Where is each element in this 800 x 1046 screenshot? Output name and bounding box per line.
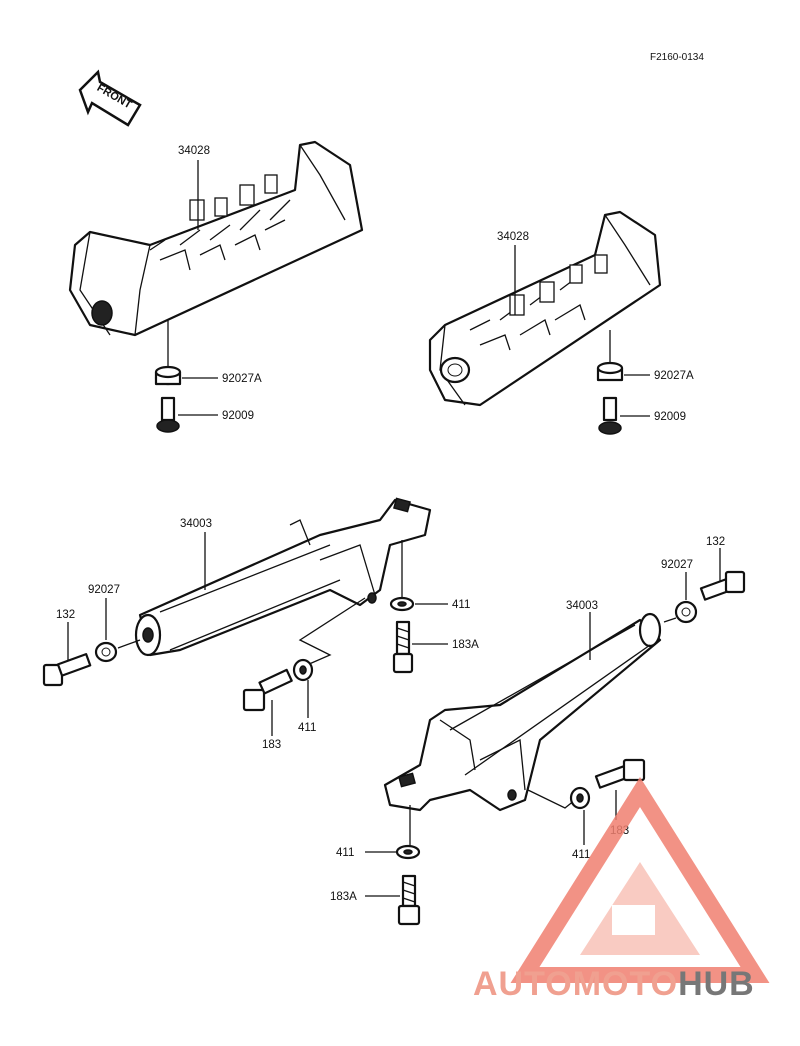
- label-bolt-upper-183: 183: [262, 739, 281, 751]
- label-footpeg-right: 34028: [497, 231, 529, 243]
- bolt-upper-183: [242, 668, 293, 712]
- pin-right: [598, 396, 622, 435]
- label-washer-upper-411a: 411: [452, 599, 470, 611]
- footpeg-right: [428, 210, 662, 407]
- label-bolt-upper-left: 132: [56, 609, 75, 621]
- watermark-text-2: HUB: [678, 965, 755, 1003]
- label-collar-left: 92027A: [222, 373, 262, 385]
- bolt-lower-right: [699, 570, 746, 601]
- label-bolt-lower-183a: 183A: [330, 891, 357, 903]
- washer-lower-right: [674, 600, 698, 624]
- bolt-upper-183a: [392, 620, 414, 674]
- front-arrow-icon: FRONT: [78, 69, 142, 127]
- collar-right: [596, 361, 624, 382]
- bolt-lower-183: [594, 758, 646, 789]
- washer-lower-411a: [395, 844, 421, 860]
- label-washer-lower-411a: 411: [336, 847, 354, 859]
- collar-left: [154, 365, 182, 386]
- washer-upper-left: [94, 641, 118, 663]
- washer-lower-411b: [569, 786, 591, 810]
- diagram-code: F2160-0134: [650, 52, 704, 63]
- label-washer-lower-411b: 411: [572, 849, 590, 861]
- label-washer-lower-right: 92027: [661, 559, 693, 571]
- washer-upper-411b: [292, 658, 314, 682]
- label-footpeg-left: 34028: [178, 145, 210, 157]
- svg-text:AUTOMOTOHUB: AUTOMOTOHUB: [473, 965, 755, 1003]
- watermark-text-1: AUTOMOTO: [473, 965, 678, 1003]
- label-bracket-upper: 34003: [180, 518, 212, 530]
- label-bolt-upper-183a: 183A: [452, 639, 479, 651]
- label-bolt-lower-right: 132: [706, 536, 725, 548]
- label-pin-left: 92009: [222, 410, 254, 422]
- label-collar-right: 92027A: [654, 370, 694, 382]
- washer-upper-411a: [389, 596, 415, 612]
- label-pin-right: 92009: [654, 411, 686, 423]
- bolt-lower-183a: [397, 874, 421, 926]
- watermark-logo-icon: [510, 776, 770, 983]
- pin-left: [156, 396, 180, 433]
- bracket-lower: [383, 612, 662, 812]
- label-washer-upper-411b: 411: [298, 722, 316, 734]
- bracket-upper: [134, 497, 432, 657]
- label-washer-upper-left: 92027: [88, 584, 120, 596]
- label-bracket-lower: 34003: [566, 600, 598, 612]
- footpeg-left: [68, 140, 364, 337]
- bolt-upper-left: [42, 653, 92, 687]
